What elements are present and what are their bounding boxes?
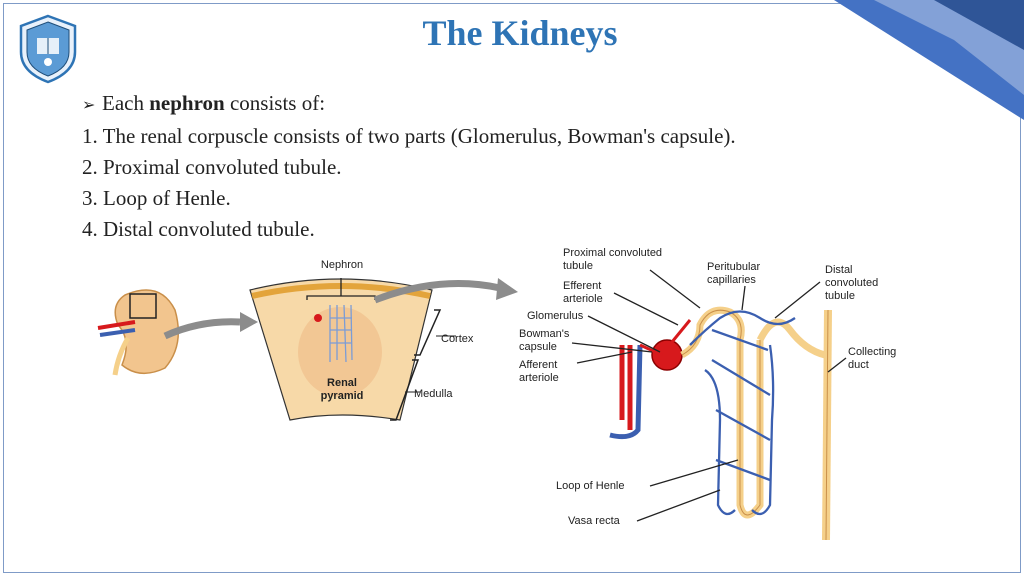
- label-distal: Distal: [825, 264, 853, 276]
- label-efferent-2: arteriole: [563, 293, 603, 305]
- label-peritubular: Peritubular: [707, 261, 761, 273]
- corner-decoration: [834, 0, 1024, 120]
- intro-suffix: consists of:: [229, 91, 326, 115]
- nephron-diagram: Nephron Renal pyramid Cortex Medulla: [97, 247, 896, 541]
- list-item: 2. Proximal convoluted tubule.: [82, 155, 342, 179]
- label-collecting-2: duct: [848, 359, 869, 371]
- label-distal-3: tubule: [825, 290, 855, 302]
- label-distal-2: convoluted: [825, 277, 878, 289]
- university-logo: [19, 14, 77, 84]
- label-glomerulus: Glomerulus: [527, 310, 584, 322]
- bullet-list: ➢ Each nephron consists of: 1. The renal …: [82, 88, 962, 245]
- label-bowman: Bowman's: [519, 328, 570, 340]
- label-cortex: Cortex: [441, 333, 474, 345]
- renal-pyramid-wedge: Nephron Renal pyramid Cortex Medulla: [249, 259, 474, 421]
- label-vasa-recta: Vasa recta: [568, 515, 621, 527]
- label-collecting: Collecting: [848, 346, 896, 358]
- label-proximal: Proximal convoluted: [563, 247, 662, 259]
- label-loop: Loop of Henle: [556, 480, 625, 492]
- kidney-illustration: [97, 289, 180, 376]
- slide-frame: [3, 3, 1021, 573]
- label-proximal-2: tubule: [563, 260, 593, 272]
- list-item: 3. Loop of Henle.: [82, 186, 231, 210]
- arrow-icon: [373, 280, 501, 304]
- intro-line: ➢ Each nephron consists of:: [82, 88, 962, 121]
- label-renal-pyramid: Renal: [327, 377, 357, 389]
- label-renal-pyramid-2: pyramid: [321, 390, 364, 402]
- label-afferent: Afferent: [519, 359, 557, 371]
- arrow-head-icon: [240, 312, 258, 332]
- nephron-detail: [609, 306, 832, 541]
- label-nephron: Nephron: [321, 259, 363, 271]
- arrow-head-icon: [496, 278, 518, 300]
- nephron-labels: Proximal convoluted tubule Efferent arte…: [519, 247, 896, 527]
- label-bowman-2: capsule: [519, 341, 557, 353]
- label-efferent: Efferent: [563, 280, 601, 292]
- intro-bold-word: nephron: [149, 91, 225, 115]
- label-peritubular-2: capillaries: [707, 274, 756, 286]
- label-afferent-2: arteriole: [519, 372, 559, 384]
- list-item: 1. The renal corpuscle consists of two p…: [82, 124, 736, 148]
- intro-prefix: Each: [102, 91, 144, 115]
- arrow-icon: [163, 318, 241, 340]
- arrow-bullet-icon: ➢: [82, 97, 96, 114]
- label-medulla: Medulla: [414, 388, 453, 400]
- list-item: 4. Distal convoluted tubule.: [82, 217, 315, 241]
- slide-title: The Kidneys: [422, 13, 618, 53]
